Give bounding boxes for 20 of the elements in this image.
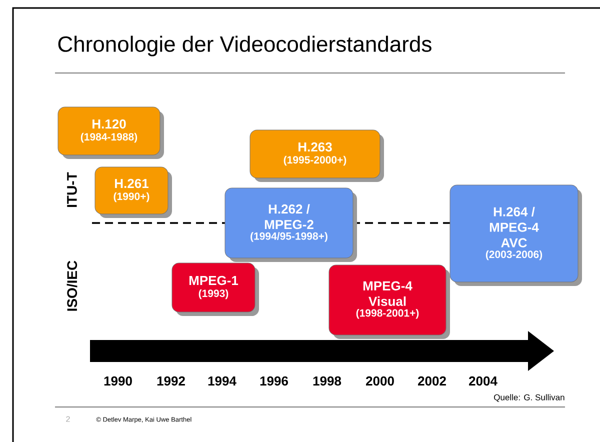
year-label: 1990: [104, 376, 132, 386]
source-note: Quelle: G. Sullivan: [494, 394, 564, 402]
standard-box: MPEG-1 (1993): [172, 262, 259, 316]
year-label: 2004: [469, 376, 498, 386]
standard-box: H.261 (1990+): [94, 166, 172, 218]
group-label: ITU-T: [67, 172, 77, 207]
year-label: 1996: [260, 376, 288, 386]
standard-box: H.263 (1995-2000+): [250, 130, 384, 182]
year-label: 1994: [208, 376, 236, 386]
year-label: 2002: [418, 376, 446, 386]
standard-box: MPEG-4 Visual (1998-2001+): [328, 264, 450, 339]
title: Chronologie der Videocodierstandards: [58, 36, 432, 56]
standard-box: H.120 (1984-1988): [58, 106, 164, 159]
standard-box: H.264 / MPEG-4 AVC (2003-2006): [450, 184, 582, 286]
year-label: 2000: [366, 376, 394, 386]
page-number: 2: [66, 416, 70, 422]
year-label: 1998: [313, 376, 342, 386]
standard-box: H.262 / MPEG-2 (1994/95-1998+): [224, 188, 357, 262]
year-label: 1992: [157, 376, 185, 386]
group-label: ISO/IEC: [66, 260, 78, 311]
